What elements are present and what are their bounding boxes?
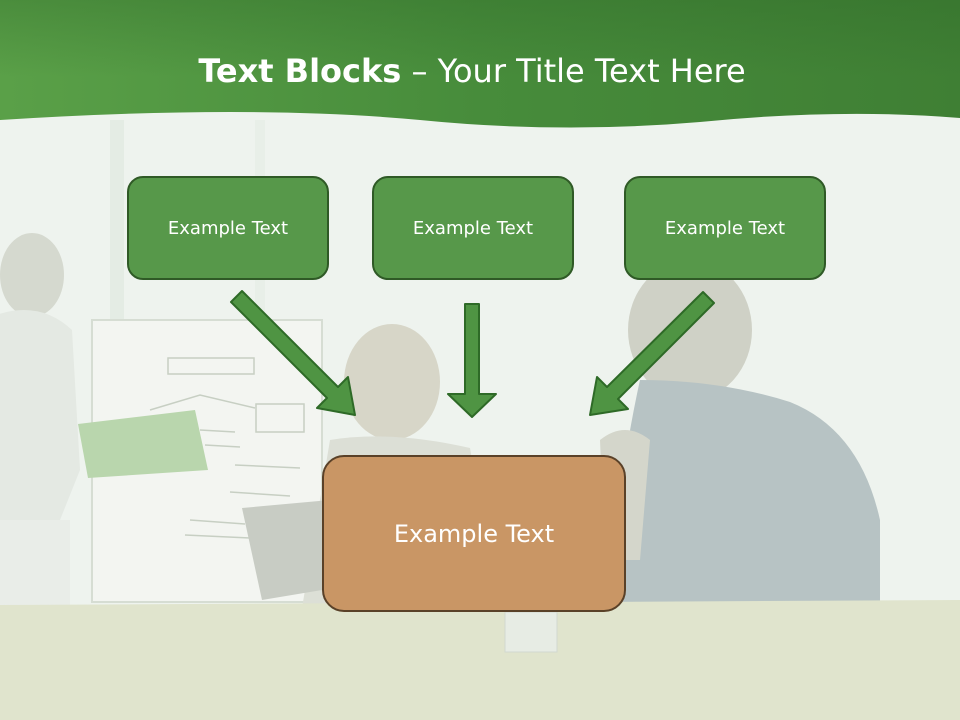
text-block-2-label: Example Text (412, 217, 534, 239)
text-block-2[interactable]: Example Text (372, 176, 574, 280)
header-band (0, 0, 960, 128)
title-bold: Text Blocks (198, 52, 402, 90)
title-rest: – Your Title Text Here (401, 52, 746, 90)
text-block-1-label: Example Text (167, 217, 289, 239)
text-block-3[interactable]: Example Text (624, 176, 826, 280)
result-text-block[interactable]: Example Text (322, 455, 626, 612)
result-text-block-label: Example Text (393, 519, 555, 548)
text-block-3-label: Example Text (664, 217, 786, 239)
slide-title: Text Blocks – Your Title Text Here (0, 52, 944, 90)
text-block-1[interactable]: Example Text (127, 176, 329, 280)
